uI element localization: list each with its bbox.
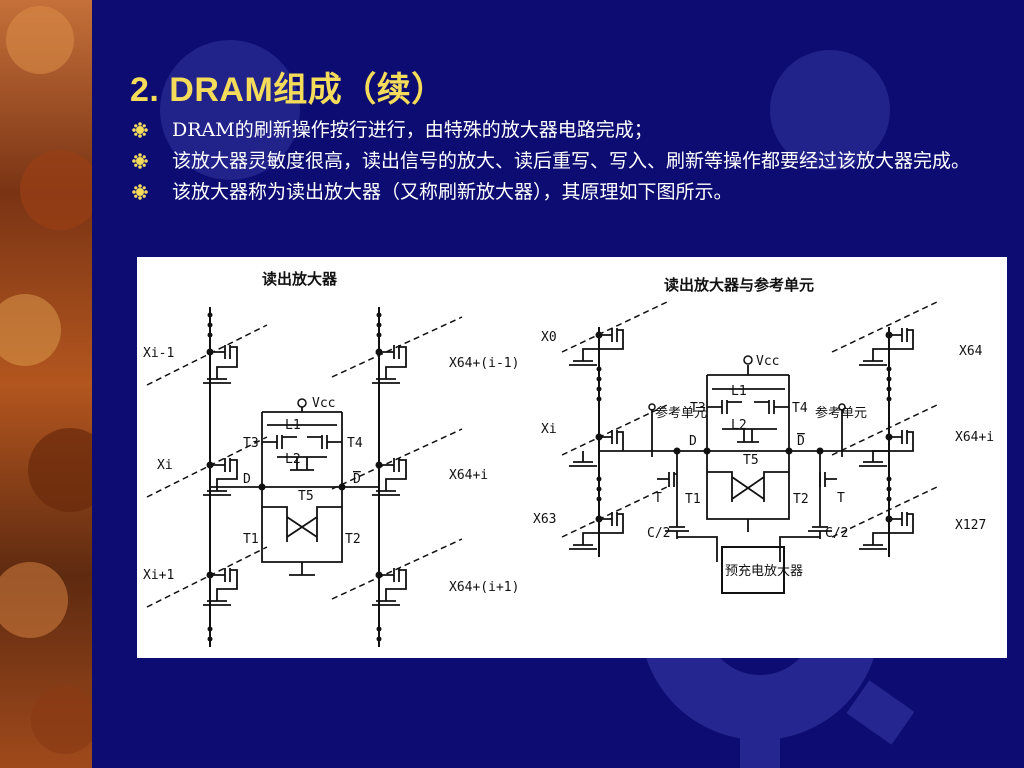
bullet-icon	[132, 122, 148, 138]
row-label: X0	[541, 330, 557, 345]
node-dbar-label: D	[353, 472, 361, 487]
t4-label: T4	[792, 401, 808, 416]
row-label: Xi	[541, 422, 557, 437]
vcc-terminal-icon	[297, 398, 307, 408]
slide-title: 2. DRAM组成（续）	[130, 71, 446, 109]
node-dbar-label: D	[797, 434, 805, 449]
cap-label: C/2	[647, 526, 670, 541]
precharge-amplifier-box	[721, 546, 785, 594]
row-label: X64+(i+1)	[449, 580, 519, 595]
vcc-label: Vcc	[312, 396, 335, 411]
right-heading: 读出放大器与参考单元	[664, 276, 814, 294]
row-label: Xi+1	[143, 568, 174, 583]
row-label: X64+i	[449, 468, 488, 483]
bullet-text: 该放大器称为读出放大器（又称刷新放大器），其原理如下图所示。	[172, 181, 733, 203]
vcc-label: Vcc	[756, 354, 779, 369]
circuit-diagram: 读出放大器 Vcc	[143, 270, 994, 647]
vcc-terminal-icon	[743, 355, 753, 365]
bullet-item: DRAM的刷新操作按行进行，由特殊的放大器电路完成；	[128, 118, 988, 143]
decorative-gear-strip	[0, 0, 92, 768]
l2-label: L2	[285, 452, 301, 467]
t2-label: T2	[345, 532, 361, 547]
t1-label: T1	[243, 532, 259, 547]
t2-label: T2	[793, 492, 809, 507]
t1-label: T1	[685, 492, 701, 507]
ref-cell-label: 参考单元	[815, 405, 867, 421]
row-label: X64+(i-1)	[449, 356, 519, 371]
bullet-list: DRAM的刷新操作按行进行，由特殊的放大器电路完成； 该放大器灵敏度很高，读出信…	[128, 118, 988, 211]
row-label: Xi-1	[143, 346, 174, 361]
circuit-diagram-panel: 读出放大器 Vcc	[137, 257, 1007, 658]
left-heading: 读出放大器	[262, 270, 338, 288]
row-label: X127	[955, 518, 986, 533]
t-label: T	[837, 491, 845, 506]
precharge-label: 预充电放大器	[725, 563, 803, 579]
row-label: Xi	[157, 458, 173, 473]
row-label: X64	[959, 344, 983, 359]
cap-label: C/2	[825, 526, 848, 541]
t5-label: T5	[298, 489, 314, 504]
bullet-text: DRAM的刷新操作按行进行，由特殊的放大器电路完成；	[172, 119, 653, 141]
bullet-icon	[132, 184, 148, 200]
bullet-icon	[132, 153, 148, 169]
l1-label: L1	[285, 418, 301, 433]
bullet-item: 该放大器称为读出放大器（又称刷新放大器），其原理如下图所示。	[128, 180, 988, 205]
t-label: T	[654, 491, 662, 506]
node-d-label: D	[243, 472, 251, 487]
t3-label: T3	[243, 436, 259, 451]
row-label: X64+i	[955, 430, 994, 445]
row-label: X63	[533, 512, 556, 527]
l2-label: L2	[731, 418, 747, 433]
ref-cell-label: 参考单元	[655, 405, 707, 421]
node-d-label: D	[689, 434, 697, 449]
bullet-item: 该放大器灵敏度很高，读出信号的放大、读后重写、写入、刷新等操作都要经过该放大器完…	[128, 149, 988, 174]
t3-label: T3	[690, 401, 706, 416]
t5-label: T5	[743, 453, 759, 468]
bullet-text: 该放大器灵敏度很高，读出信号的放大、读后重写、写入、刷新等操作都要经过该放大器完…	[172, 150, 971, 172]
l1-label: L1	[731, 384, 747, 399]
t4-label: T4	[347, 436, 363, 451]
